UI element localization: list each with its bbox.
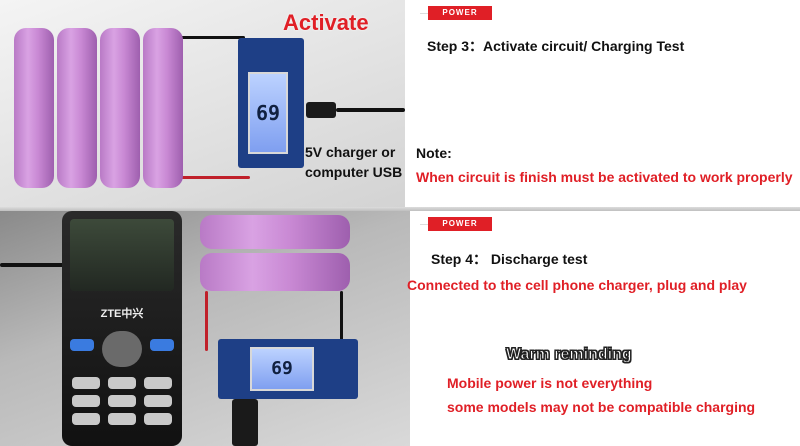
usb-plug bbox=[306, 102, 336, 118]
charging-test-photo: 69 bbox=[0, 0, 405, 207]
red-wire bbox=[180, 176, 250, 179]
phone-cable bbox=[0, 263, 70, 267]
phone-screen bbox=[70, 219, 174, 291]
black-wire bbox=[175, 36, 245, 39]
section-divider bbox=[0, 207, 800, 211]
battery-cell bbox=[200, 253, 350, 291]
phone-brand: ZTE中兴 bbox=[100, 308, 144, 320]
activate-label: Activate bbox=[283, 10, 369, 35]
step3-panel: 69 Activate 5V charger or computer USB P… bbox=[0, 0, 800, 207]
battery-cell bbox=[57, 28, 97, 188]
phone-key bbox=[144, 413, 172, 425]
phone-key bbox=[150, 339, 174, 351]
warm-reminding-title: Warm reminding bbox=[506, 346, 633, 364]
discharge-test-photo: ZTE中兴 69 bbox=[0, 211, 410, 446]
phone-key bbox=[70, 339, 94, 351]
phone-key bbox=[72, 413, 100, 425]
lcd-display: 69 bbox=[250, 347, 314, 391]
usb-cable bbox=[336, 108, 405, 112]
battery-cell bbox=[100, 28, 140, 188]
phone-key bbox=[72, 377, 100, 389]
phone-key bbox=[108, 413, 136, 425]
usb-note: 5V charger or computer USB bbox=[305, 142, 402, 182]
phone-key bbox=[72, 395, 100, 407]
step4-panel: ZTE中兴 69 POWER Step 4： Discharge test Co… bbox=[0, 211, 800, 446]
phone-key bbox=[108, 377, 136, 389]
mobile-phone: ZTE中兴 bbox=[62, 211, 182, 446]
note-title: Note: bbox=[416, 145, 452, 161]
step-description: Connected to the cell phone charger, plu… bbox=[407, 277, 747, 293]
usb-note-line: computer USB bbox=[305, 164, 403, 180]
battery-cell bbox=[14, 28, 54, 188]
phone-dpad bbox=[102, 331, 142, 367]
step-title: Step 4： Discharge test bbox=[431, 251, 588, 267]
step-title: Step 3：Activate circuit/ Charging Test bbox=[427, 38, 685, 54]
warm-reminding-line: Mobile power is not everything bbox=[447, 375, 653, 391]
power-badge: POWER bbox=[420, 217, 492, 231]
note-text: When circuit is finish must be activated… bbox=[416, 169, 793, 185]
power-badge: POWER bbox=[420, 6, 492, 20]
black-wire bbox=[340, 291, 343, 341]
phone-key bbox=[108, 395, 136, 407]
battery-cell bbox=[143, 28, 183, 188]
red-wire bbox=[205, 291, 208, 351]
usb-note-line: 5V charger or bbox=[305, 144, 396, 160]
battery-cell bbox=[200, 215, 350, 249]
phone-key bbox=[144, 377, 172, 389]
lcd-display: 69 bbox=[248, 72, 288, 154]
usb-plug bbox=[232, 399, 258, 446]
warm-reminding-line: some models may not be compatible chargi… bbox=[447, 399, 756, 415]
phone-key bbox=[144, 395, 172, 407]
